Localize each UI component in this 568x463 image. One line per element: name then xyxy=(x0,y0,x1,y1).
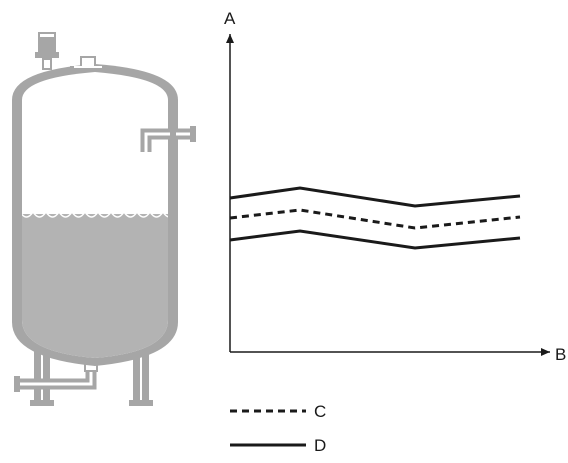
x-axis-label: B xyxy=(555,345,566,364)
upper-solid-curve xyxy=(229,186,521,208)
tank-legs xyxy=(30,340,153,406)
top-motor xyxy=(35,32,59,70)
legend-label-c: C xyxy=(314,402,326,421)
lower-solid-curve xyxy=(229,229,521,250)
top-flange xyxy=(70,56,106,71)
y-axis-label: A xyxy=(224,9,236,28)
tank-liquid xyxy=(22,210,168,358)
middle-dashed-curve xyxy=(229,208,521,230)
graph: A B xyxy=(224,9,566,364)
legend-label-d: D xyxy=(314,436,326,455)
tank-illustration xyxy=(12,32,196,406)
side-inlet-pipe xyxy=(140,126,196,152)
legend: C D xyxy=(230,402,326,455)
